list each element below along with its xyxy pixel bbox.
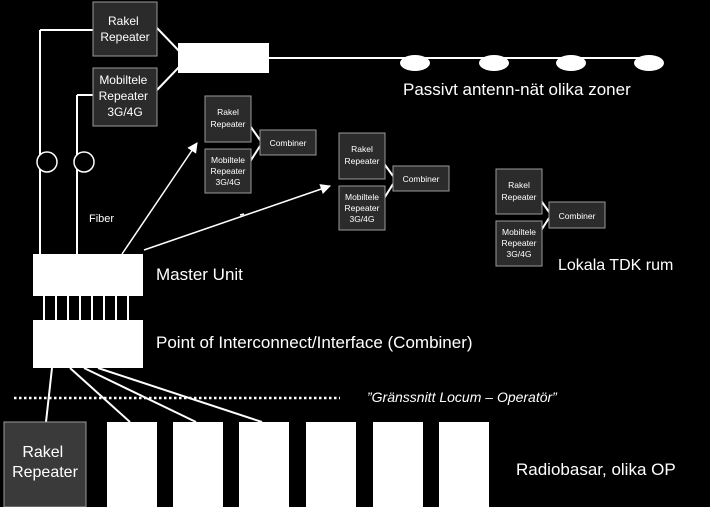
top-mobil-repeater (92, 67, 158, 127)
radiobasar-label: Radiobasar, olika OP (516, 460, 676, 479)
line-poi-rakel (45, 367, 53, 423)
antenna-icon (479, 55, 509, 71)
top-mobil-label: Mobiltele Repeater 3G/4G (99, 73, 152, 119)
radio-base (373, 422, 423, 507)
combiner-label: Combiner (270, 138, 307, 148)
radio-base (306, 422, 356, 507)
antennas (400, 55, 664, 71)
radio-base (239, 422, 289, 507)
combiner-label: Combiner (559, 211, 596, 221)
poi-unit (33, 320, 143, 368)
fiber-loop-icon (36, 151, 58, 173)
arrows (121, 142, 331, 255)
arrow-to-group-2 (143, 184, 331, 251)
lokala-label: Lokala TDK rum (558, 257, 673, 274)
radio-bases (107, 422, 489, 507)
line-mobil-unit (156, 65, 181, 91)
combiner-label: Combiner (403, 174, 440, 184)
remote-unit (178, 43, 269, 73)
poi-label: Point of Interconnect/Interface (Combine… (156, 333, 473, 352)
line-rakel-unit (156, 27, 181, 53)
top-rakel-repeater (92, 1, 158, 57)
fiber-loop-icon (73, 151, 95, 173)
bottom-rakel-label: Rakel Repeater (12, 444, 78, 481)
antenna-icon (634, 55, 664, 71)
master-label: Master Unit (156, 265, 243, 284)
top-rakel-label: Rakel Repeater (100, 14, 149, 44)
interface-label: ”Gränssnitt Locum – Operatör” (367, 389, 558, 405)
arrow-to-group-1 (121, 142, 198, 255)
radio-base (439, 422, 489, 507)
radio-base (173, 422, 223, 507)
fiber-label: Fiber (89, 213, 114, 225)
antenna-icon (556, 55, 586, 71)
radio-base (107, 422, 157, 507)
bottom-rakel-repeater (3, 421, 87, 507)
antenna-label: Passivt antenn-nät olika zoner (403, 80, 631, 99)
master-unit (33, 254, 143, 296)
antenna-icon (400, 55, 430, 71)
